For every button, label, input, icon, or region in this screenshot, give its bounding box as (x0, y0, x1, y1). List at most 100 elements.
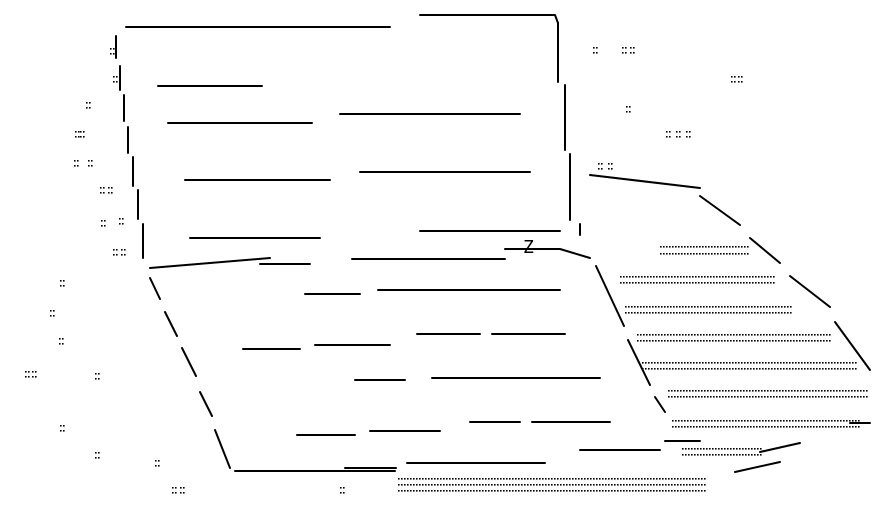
stipple-dot (758, 390, 760, 392)
stipple-dot (464, 484, 466, 486)
stipple-dot (851, 390, 853, 392)
stipple-dot (822, 420, 824, 422)
stipple-dot (708, 420, 710, 422)
stipple-dot (560, 484, 562, 486)
stipple-dot (826, 334, 828, 336)
stipple-dot (750, 426, 752, 428)
stipple-dot (863, 396, 865, 398)
stipple-dot (696, 362, 698, 364)
stipple-dot (620, 484, 622, 486)
stipple-dot (637, 306, 639, 308)
stipple-dot (822, 362, 824, 364)
stipple-dot (690, 246, 692, 248)
stipple-dot (708, 362, 710, 364)
stipple-dot (712, 306, 714, 308)
stipple-dot (719, 396, 721, 398)
stipple-dot (738, 362, 740, 364)
stipple-dot (669, 368, 671, 370)
stipple-dot (575, 490, 577, 492)
stipple-dot (709, 306, 711, 308)
stipple-dot (728, 276, 730, 278)
outer-bottom-right (759, 422, 871, 453)
stipple-dot (584, 490, 586, 492)
stipple-dot (718, 312, 720, 314)
stipple-dot (724, 340, 726, 342)
stipple-dot (614, 484, 616, 486)
stipple-dot (652, 306, 654, 308)
stipple-dot (756, 362, 758, 364)
stipple-dot (596, 52, 598, 54)
stipple-dot (717, 253, 719, 255)
stipple-dot (699, 426, 701, 428)
stipple-dot (698, 390, 700, 392)
stipple-dot (709, 448, 711, 450)
stipple-dot (596, 47, 598, 49)
stipple-dot (711, 420, 713, 422)
stipple-dot (98, 452, 100, 454)
stipple-dot (545, 478, 547, 480)
stipple-dot (754, 306, 756, 308)
stipple-dot (813, 368, 815, 370)
stipple-dot (721, 448, 723, 450)
stipple-dot (626, 484, 628, 486)
stipple-dot (653, 282, 655, 284)
stipple-dot (824, 390, 826, 392)
stipple-dot (707, 282, 709, 284)
stipple-dot (650, 484, 652, 486)
stipple-dot (731, 390, 733, 392)
stipple-dot (753, 368, 755, 370)
stipple-dot (739, 306, 741, 308)
stipple-dot (727, 454, 729, 456)
stipple-dot (724, 448, 726, 450)
stipple-dot (646, 334, 648, 336)
stipple-dot (728, 390, 730, 392)
stipple-dot (708, 368, 710, 370)
stipple-dot (95, 452, 97, 454)
stipple-dot (584, 484, 586, 486)
stipple-dot (732, 420, 734, 422)
stipple-dot (701, 276, 703, 278)
stipple-dot (422, 484, 424, 486)
stipple-dot (63, 285, 65, 287)
stipple-dot (701, 396, 703, 398)
stipple-dot (744, 368, 746, 370)
stipple-dot (32, 371, 34, 373)
stipple-dot (699, 253, 701, 255)
stipple-dot (566, 478, 568, 480)
stipple-dot (599, 484, 601, 486)
stipple-dot (635, 282, 637, 284)
stipple-dot (632, 282, 634, 284)
stipple-dot (706, 340, 708, 342)
stipple-dot (769, 334, 771, 336)
stipple-dot (750, 368, 752, 370)
stipple-dot (410, 490, 412, 492)
stipple-dot (711, 246, 713, 248)
stipple-dot (464, 490, 466, 492)
stipple-dot (721, 334, 723, 336)
stipple-dot (668, 478, 670, 480)
stipple-dot (500, 484, 502, 486)
stipple-dot (819, 368, 821, 370)
stipple-dot (828, 426, 830, 428)
stipple-dot (749, 276, 751, 278)
stipple-dot (693, 253, 695, 255)
stipple-dot (805, 340, 807, 342)
stipple-dot (512, 478, 514, 480)
stipple-dot (497, 478, 499, 480)
stipple-dot (88, 160, 90, 162)
stipple-dot (732, 362, 734, 364)
stipple-dot (691, 340, 693, 342)
stipple-dot (649, 306, 651, 308)
stipple-dot (155, 460, 157, 462)
stipple-dot (671, 396, 673, 398)
stipple-dot (710, 276, 712, 278)
stipple-dot (678, 368, 680, 370)
stipple-dot (410, 478, 412, 480)
stipple-dot (476, 478, 478, 480)
stipple-dot (740, 390, 742, 392)
stipple-dot (831, 368, 833, 370)
stipple-dot (852, 362, 854, 364)
stipple-dot (602, 478, 604, 480)
stipple-dot (78, 131, 80, 133)
stipple-dot (518, 478, 520, 480)
